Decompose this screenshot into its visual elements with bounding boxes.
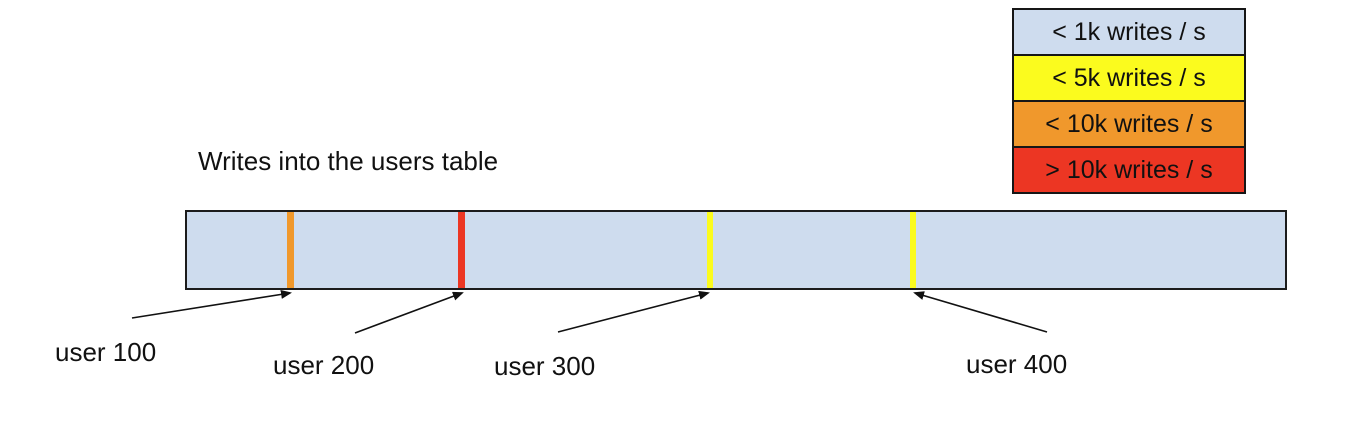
callout-label-user-400: user 400 bbox=[966, 349, 1068, 379]
arrow-user-300 bbox=[557, 290, 710, 333]
callout-label-user-300: user 300 bbox=[494, 351, 596, 381]
legend-item-lt-10k: < 10k writes / s bbox=[1012, 100, 1246, 148]
callout-label-user-200: user 200 bbox=[273, 350, 375, 380]
arrow-user-100 bbox=[131, 289, 292, 319]
arrow-user-200 bbox=[354, 291, 464, 334]
hotspot-marker-user-300 bbox=[707, 212, 713, 288]
users-table-bar bbox=[185, 210, 1287, 290]
hotspot-marker-user-200 bbox=[458, 212, 465, 288]
legend: < 1k writes / s < 5k writes / s < 10k wr… bbox=[1012, 8, 1246, 194]
legend-item-lt-1k: < 1k writes / s bbox=[1012, 8, 1246, 56]
arrow-user-400 bbox=[913, 291, 1048, 333]
callout-label-user-100: user 100 bbox=[55, 337, 157, 367]
diagram-title: Writes into the users table bbox=[198, 146, 499, 176]
hotspot-marker-user-100 bbox=[287, 212, 294, 288]
hotspot-marker-user-400 bbox=[910, 212, 916, 288]
legend-item-gt-10k: > 10k writes / s bbox=[1012, 146, 1246, 194]
legend-item-lt-5k: < 5k writes / s bbox=[1012, 54, 1246, 102]
